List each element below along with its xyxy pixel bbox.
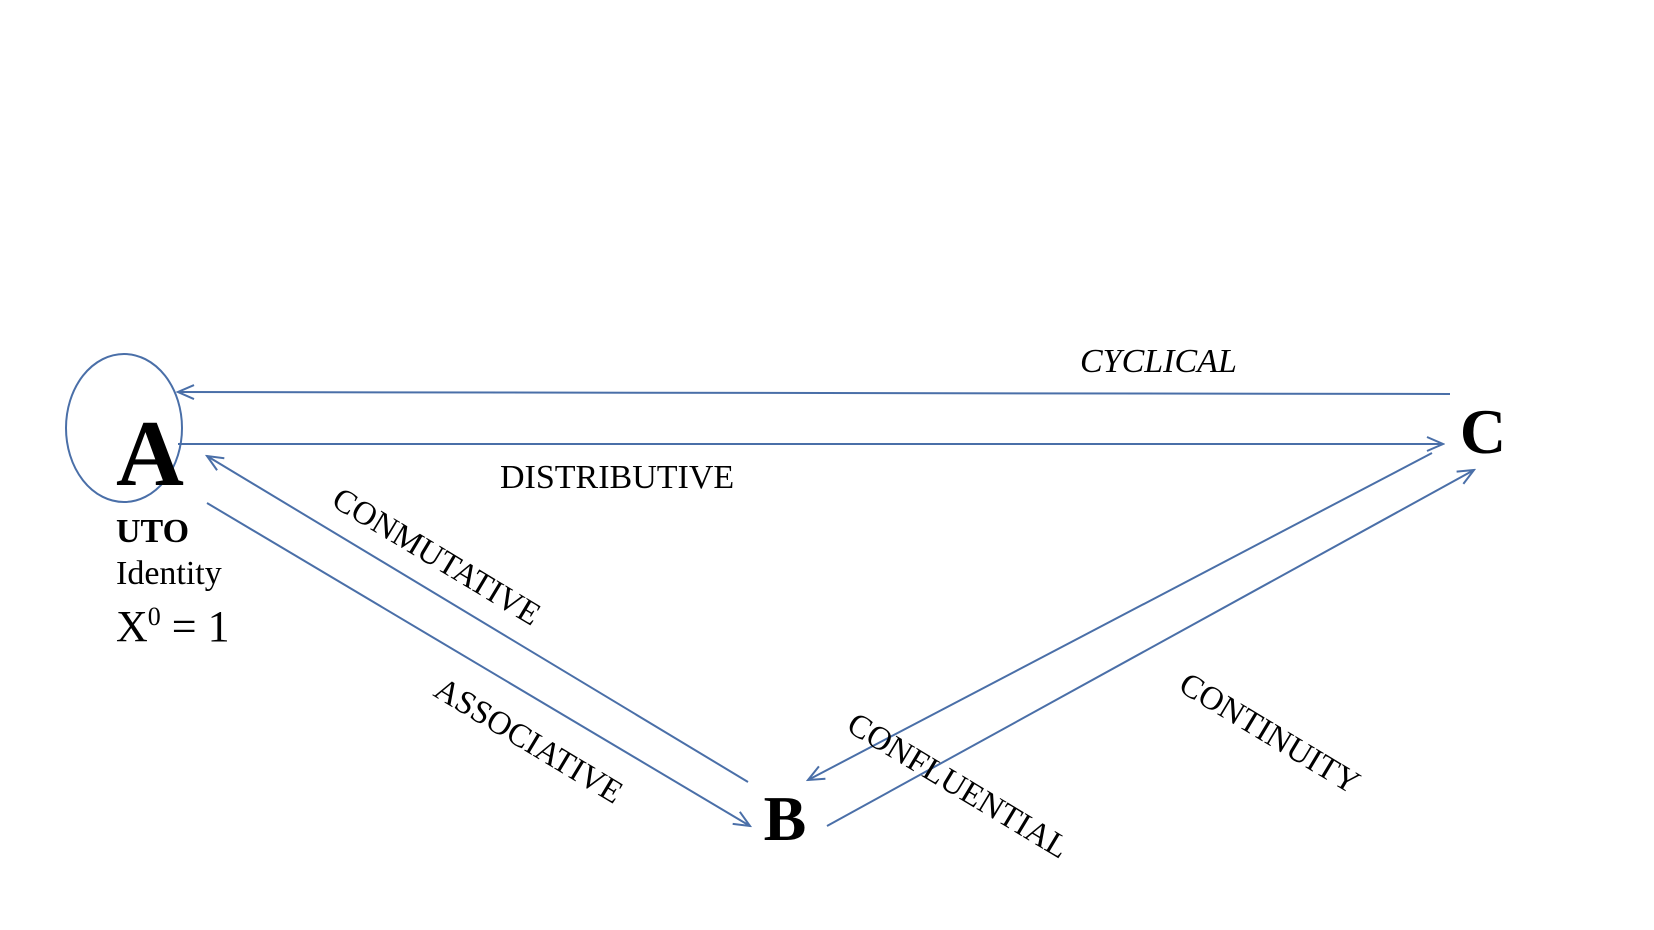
- node-c: C: [1460, 396, 1506, 467]
- edge-continuity: [826, 470, 1474, 827]
- node-b: B: [764, 783, 807, 854]
- edge-confluential: [808, 452, 1433, 780]
- label-conmutative: CONMUTATIVE: [326, 481, 547, 633]
- label-continuity: CONTINUITY: [1173, 666, 1366, 802]
- identity-formula: X0 = 1: [116, 602, 230, 651]
- edge-conmutative: [207, 456, 749, 783]
- self-loop-a: [65, 353, 183, 503]
- label-cyclical: CYCLICAL: [1080, 343, 1237, 380]
- label-distributive: DISTRIBUTIVE: [500, 459, 734, 496]
- edge-associative: [206, 502, 750, 826]
- edge-cyclical: [178, 392, 1451, 394]
- label-confluential: CONFLUENTIAL: [841, 706, 1075, 866]
- uto-label: UTO: [116, 513, 189, 550]
- identity-label: Identity: [116, 555, 222, 592]
- node-a: A: [116, 402, 184, 506]
